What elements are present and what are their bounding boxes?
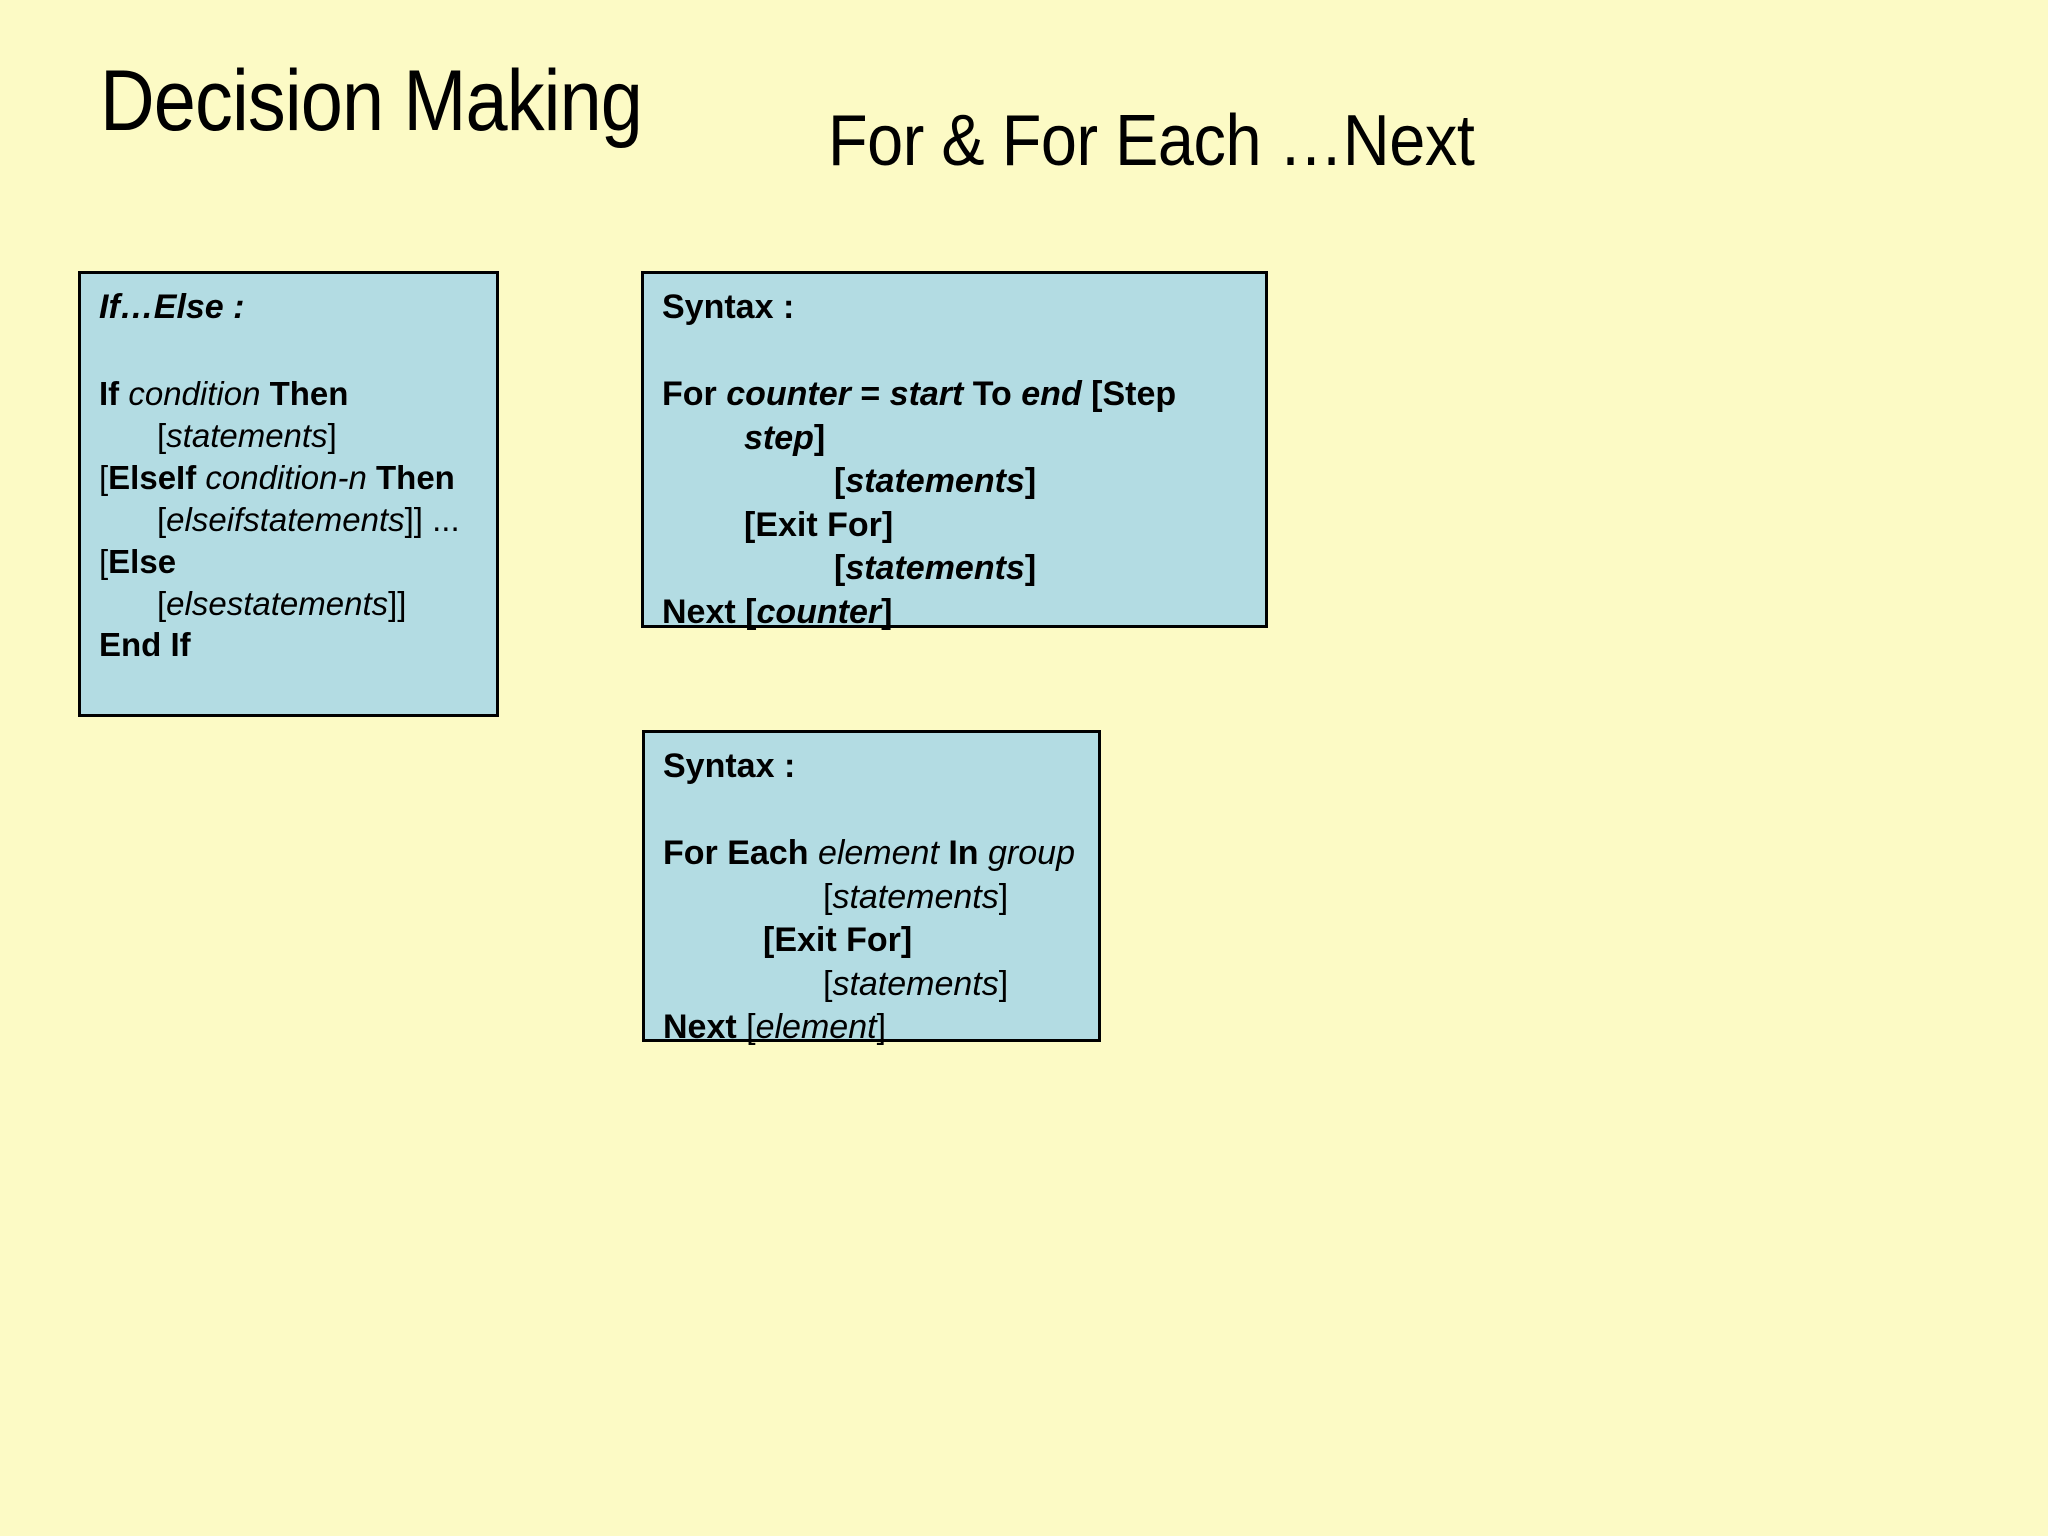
placeholder-group: group — [988, 834, 1075, 872]
foreach-line-header: For Each element In group — [663, 832, 1082, 876]
placeholder-condition: condition — [119, 375, 270, 412]
ifelse-line-endif: End If — [99, 624, 480, 666]
bracket-open: [ — [157, 500, 167, 538]
page-title-decision-making: Decision Making — [100, 53, 643, 149]
foreach-syntax-box: Syntax : For Each element In group [stat… — [642, 730, 1101, 1046]
placeholder-end: end — [1021, 375, 1082, 413]
foreach-heading: Syntax : — [663, 747, 796, 785]
bracket-open: [ — [99, 542, 109, 580]
bracket-open: [ — [157, 584, 167, 622]
for-syntax-box: Syntax : For counter = start To end [Ste… — [641, 271, 1268, 631]
page-title-for-foreach-next: For & For Each …Next — [828, 101, 1475, 181]
bracket-open: [ — [745, 592, 757, 631]
bracket-open: [ — [823, 964, 833, 1003]
keyword-exit-for: [Exit For] — [763, 921, 913, 960]
keyword-in: In — [938, 834, 989, 872]
operator-equals: = — [850, 375, 890, 413]
for-line-statements-1: [statements] — [662, 460, 1249, 504]
keyword-to: To — [963, 375, 1022, 413]
bracket-open: [ — [834, 462, 846, 501]
placeholder-elsestatements: elsestatements — [166, 584, 389, 622]
ifelse-line-elseif: [ElseIf condition-n Then — [99, 457, 480, 499]
keyword-next: Next — [662, 592, 746, 631]
foreach-spacer — [663, 786, 1082, 832]
placeholder-element: element — [817, 834, 939, 872]
keyword-for: For — [662, 375, 727, 413]
for-spacer — [662, 327, 1249, 373]
keyword-then: Then — [376, 458, 455, 496]
bracket-open: [ — [834, 549, 846, 588]
keyword-elseif: ElseIf — [108, 458, 197, 496]
keyword-next: Next — [663, 1008, 747, 1047]
for-heading: Syntax : — [662, 288, 795, 326]
placeholder-statements: statements — [832, 964, 999, 1003]
placeholder-element: element — [755, 1008, 877, 1047]
bracket-close: ] — [1024, 462, 1037, 501]
placeholder-statements: statements — [832, 877, 999, 916]
ifelse-heading: If…Else : — [99, 288, 245, 326]
ifelse-line-elseifstatements: [elseifstatements]] ... — [99, 499, 480, 541]
placeholder-statements: statements — [845, 462, 1025, 501]
for-line-next: Next [counter] — [662, 591, 1249, 635]
bracket-open: [ — [157, 416, 167, 454]
ifelse-syntax-box: If…Else : If condition Then [statements]… — [78, 271, 499, 717]
placeholder-start: start — [889, 375, 964, 413]
placeholder-condition-n: condition-n — [196, 458, 376, 496]
for-line-header: For counter = start To end [Step — [662, 373, 1249, 417]
placeholder-statements: statements — [845, 549, 1025, 588]
ifelse-line-if: If condition Then — [99, 373, 480, 415]
foreach-line-next: Next [element] — [663, 1006, 1082, 1050]
keyword-step-open: [Step — [1081, 375, 1177, 413]
placeholder-counter: counter — [726, 375, 851, 413]
bracket-open: [ — [99, 458, 109, 496]
bracket-close: ] — [881, 592, 893, 631]
keyword-then: Then — [269, 375, 349, 412]
for-line-exit-for: [Exit For] — [662, 504, 1249, 548]
bracket-close: ] — [327, 416, 337, 454]
keyword-else: Else — [108, 542, 177, 580]
ifelse-line-elsestatements: [elsestatements]] — [99, 583, 480, 625]
bracket-open: [ — [823, 877, 833, 916]
ifelse-line-statements: [statements] — [99, 415, 480, 457]
bracket-close: ]] — [388, 584, 407, 622]
ifelse-line-else: [Else — [99, 541, 480, 583]
placeholder-counter: counter — [756, 592, 882, 631]
placeholder-step: step — [744, 418, 814, 457]
foreach-line-statements-2: [statements] — [663, 963, 1082, 1007]
bracket-open: [ — [746, 1008, 756, 1047]
bracket-close: ] — [876, 1008, 887, 1047]
foreach-line-statements-1: [statements] — [663, 876, 1082, 920]
placeholder-statements: statements — [166, 416, 328, 454]
keyword-if: If — [99, 375, 120, 412]
placeholder-elseifstatements: elseifstatements — [166, 500, 405, 538]
bracket-close: ] — [1024, 549, 1037, 588]
keyword-exit-for: [Exit For] — [744, 505, 894, 544]
foreach-line-exit-for: [Exit For] — [663, 919, 1082, 963]
keyword-end-if: End If — [99, 626, 191, 664]
for-line-statements-2: [statements] — [662, 547, 1249, 591]
keyword-for-each: For Each — [663, 834, 818, 872]
bracket-close: ] — [813, 418, 826, 457]
for-line-step: step] — [662, 417, 1249, 461]
ifelse-spacer — [99, 327, 480, 373]
bracket-close: ] — [998, 964, 1009, 1003]
bracket-close-ellipsis: ]] ... — [404, 500, 460, 538]
bracket-close: ] — [998, 877, 1009, 916]
